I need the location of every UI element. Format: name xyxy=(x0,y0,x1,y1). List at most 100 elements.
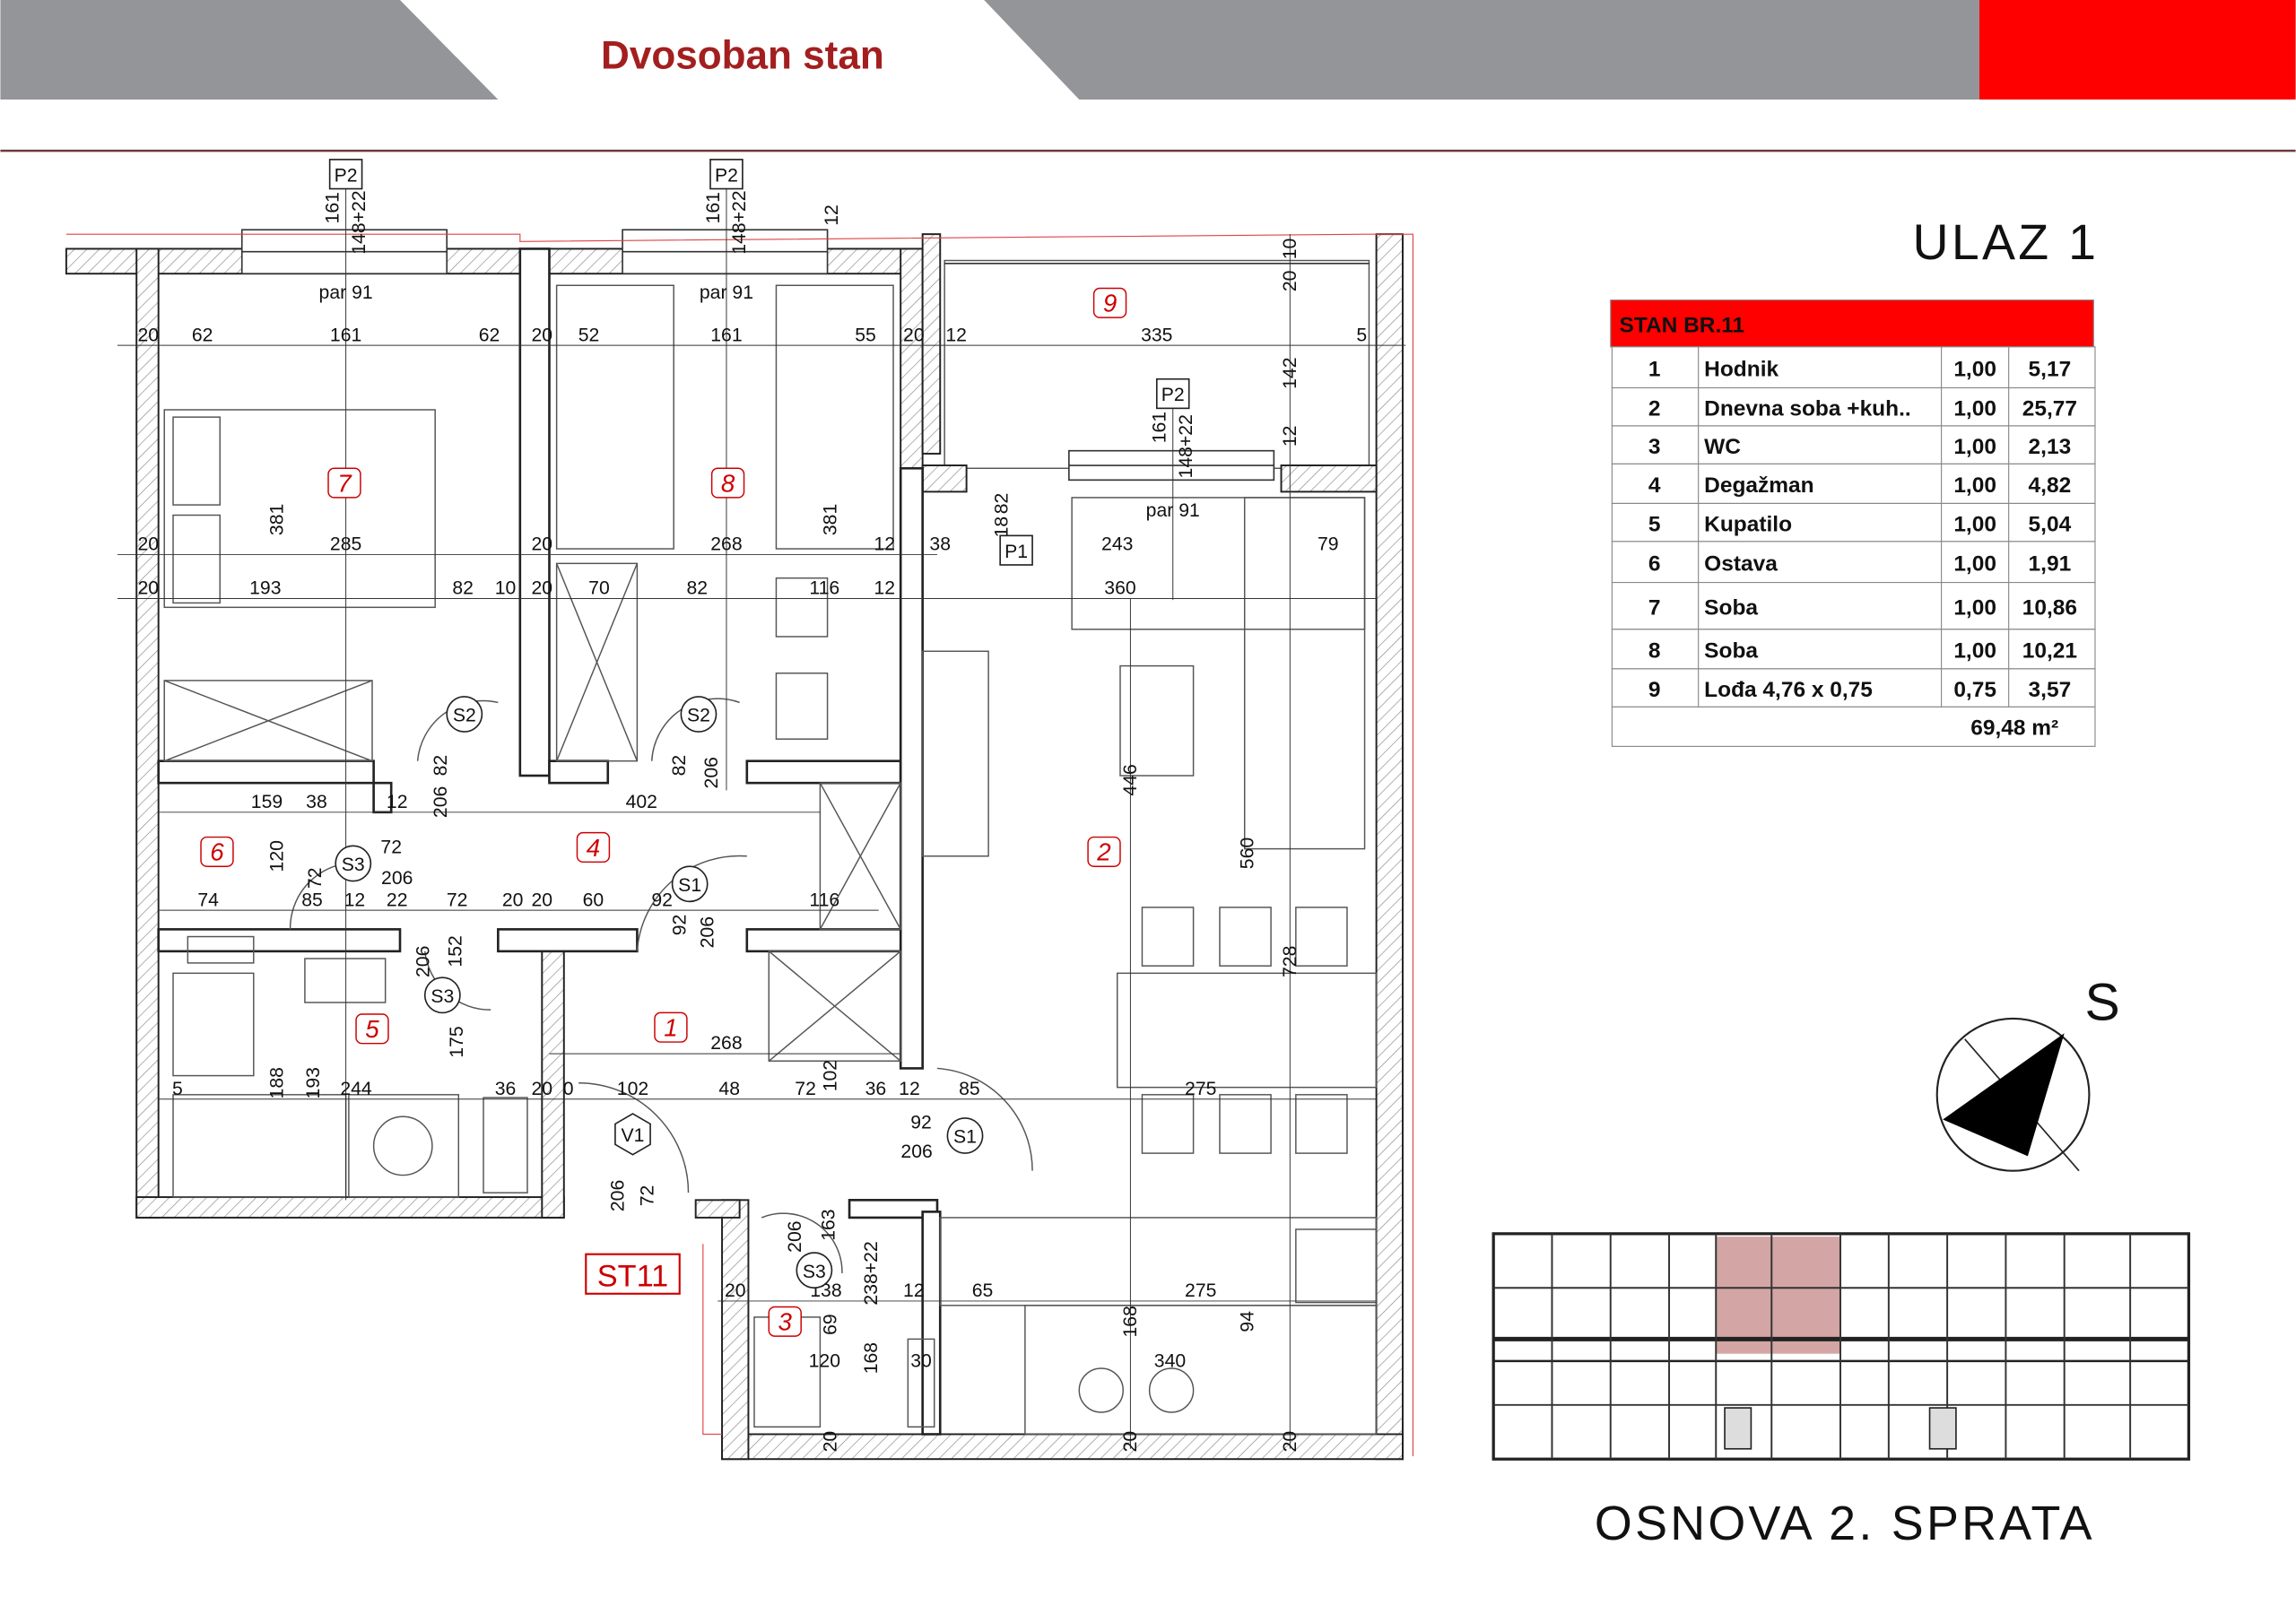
room-number: 9 xyxy=(1103,290,1117,317)
window-note: par 91 xyxy=(1146,500,1200,521)
vertical-dimension-label: 381 xyxy=(820,504,840,535)
dimension-label: 92 xyxy=(910,1112,932,1133)
door-tag: S2 xyxy=(687,706,710,726)
table-cell-coefficient: 1,00 xyxy=(1953,512,1996,536)
dimension-label: 275 xyxy=(1185,1079,1216,1099)
dimension-label: 243 xyxy=(1101,534,1133,555)
compass: S xyxy=(1935,974,2120,1172)
vertical-dimension-label: 18 xyxy=(991,516,1012,538)
vertical-dimension-label: 12 xyxy=(822,204,842,226)
dimension-label: 62 xyxy=(192,325,213,345)
dimension-label: 335 xyxy=(1141,325,1172,345)
window-tag: P2 xyxy=(1161,385,1185,405)
vertical-dimension-label: 82 xyxy=(430,755,451,777)
door-tag-circle xyxy=(680,696,718,733)
vertical-dimension-label: 20 xyxy=(820,1431,840,1453)
dimension-label: 48 xyxy=(718,1079,740,1099)
room-badge xyxy=(576,831,611,864)
table-cell-name: Degažman xyxy=(1704,473,1813,498)
table-row xyxy=(1611,463,2096,505)
door-tag: S1 xyxy=(953,1127,977,1148)
table-cell-coefficient: 1,00 xyxy=(1953,435,1996,459)
room-badge xyxy=(1092,287,1127,318)
dimension-label: 340 xyxy=(1154,1350,1186,1371)
dimension-label: 159 xyxy=(251,792,283,812)
dimension-label: 30 xyxy=(910,1350,932,1371)
dimension-label: 20 xyxy=(532,578,553,599)
table-cell-number: 9 xyxy=(1648,678,1661,702)
dimension-label: 20 xyxy=(725,1280,746,1301)
room-number: 8 xyxy=(721,469,735,497)
room-number: 5 xyxy=(365,1015,379,1043)
table-cell-number: 4 xyxy=(1648,473,1661,498)
window-tag: P2 xyxy=(715,165,738,186)
table-total: 69,48 m² xyxy=(1970,716,2058,740)
door-tag-circle xyxy=(335,845,372,882)
table-cell-number: 1 xyxy=(1648,357,1661,381)
table-cell-number: 3 xyxy=(1648,435,1661,459)
dimension-label: 268 xyxy=(710,1033,742,1054)
table-cell-area: 2,13 xyxy=(2029,435,2072,459)
table-cell-coefficient: 1,00 xyxy=(1953,639,1996,664)
table-cell-coefficient: 0,75 xyxy=(1953,678,1996,702)
page-title: Dvosoban stan xyxy=(601,34,884,78)
vertical-dimension-label: 193 xyxy=(303,1067,324,1098)
vertical-dimension-label: 102 xyxy=(820,1060,840,1091)
door-tag-circle xyxy=(946,1117,984,1154)
dimension-label: 38 xyxy=(306,792,327,812)
vertical-dimension-label: 728 xyxy=(1280,946,1300,977)
dimension-label: 72 xyxy=(795,1079,816,1099)
table-cell-number: 6 xyxy=(1648,552,1661,577)
table-cell-coefficient: 1,00 xyxy=(1953,473,1996,498)
room-badge xyxy=(1087,836,1121,867)
table-title: STAN BR.11 xyxy=(1620,313,1745,337)
dimension-label: 12 xyxy=(899,1079,920,1099)
dimension-label: 193 xyxy=(249,578,281,599)
table-cell-number: 8 xyxy=(1648,639,1661,664)
dimension-label: 402 xyxy=(626,792,657,812)
table-cell-coefficient: 1,00 xyxy=(1953,357,1996,381)
table-cell-name: WC xyxy=(1704,435,1741,459)
dimension-label: 161 xyxy=(710,325,742,345)
dimension-label: 285 xyxy=(330,534,361,555)
window-tag-box xyxy=(709,159,744,190)
apartment-tag-label: ST11 xyxy=(597,1260,668,1294)
room-number: 2 xyxy=(1096,838,1111,866)
table-cell-name: Lođa 4,76 x 0,75 xyxy=(1704,678,1873,702)
room-number: 4 xyxy=(587,834,600,862)
vertical-dimension-label: 148+22 xyxy=(349,190,370,254)
table-cell-area: 5,17 xyxy=(2029,357,2072,381)
door-tag-hexagon xyxy=(614,1113,651,1156)
door-tag-circle xyxy=(796,1252,833,1289)
door-tag: S2 xyxy=(453,706,476,726)
dimension-label: 12 xyxy=(874,534,895,555)
dimension-label: 20 xyxy=(137,578,159,599)
dimension-label: 82 xyxy=(452,578,474,599)
table-cell-name: Soba xyxy=(1704,595,1758,620)
dimension-label: 20 xyxy=(137,534,159,555)
window-note: par 91 xyxy=(700,282,753,303)
vertical-dimension-label: 72 xyxy=(637,1185,657,1207)
dimension-label: 0 xyxy=(563,1079,574,1099)
vertical-dimension-label: 20 xyxy=(1120,1431,1141,1453)
dimension-label: 12 xyxy=(344,890,366,910)
vertical-dimension-label: 188 xyxy=(266,1067,287,1098)
vertical-dimension-label: 206 xyxy=(413,946,434,977)
vertical-dimension-label: 152 xyxy=(446,935,466,967)
table-cell-name: Soba xyxy=(1704,639,1758,664)
dimension-label: 20 xyxy=(502,890,524,910)
table-cell-number: 7 xyxy=(1648,595,1661,620)
window-tag-box xyxy=(328,159,363,190)
dimension-label: 20 xyxy=(532,890,553,910)
window-tag: P2 xyxy=(335,165,358,186)
vertical-dimension-label: 148+22 xyxy=(729,190,750,254)
table-cell-number: 5 xyxy=(1648,512,1661,536)
dimension-label: 60 xyxy=(583,890,604,910)
room-badge xyxy=(654,1011,688,1043)
vertical-dimension-label: 381 xyxy=(266,504,287,535)
table-row xyxy=(1611,582,2096,630)
dimension-label: 12 xyxy=(945,325,967,345)
vertical-dimension-label: 69 xyxy=(820,1314,840,1335)
